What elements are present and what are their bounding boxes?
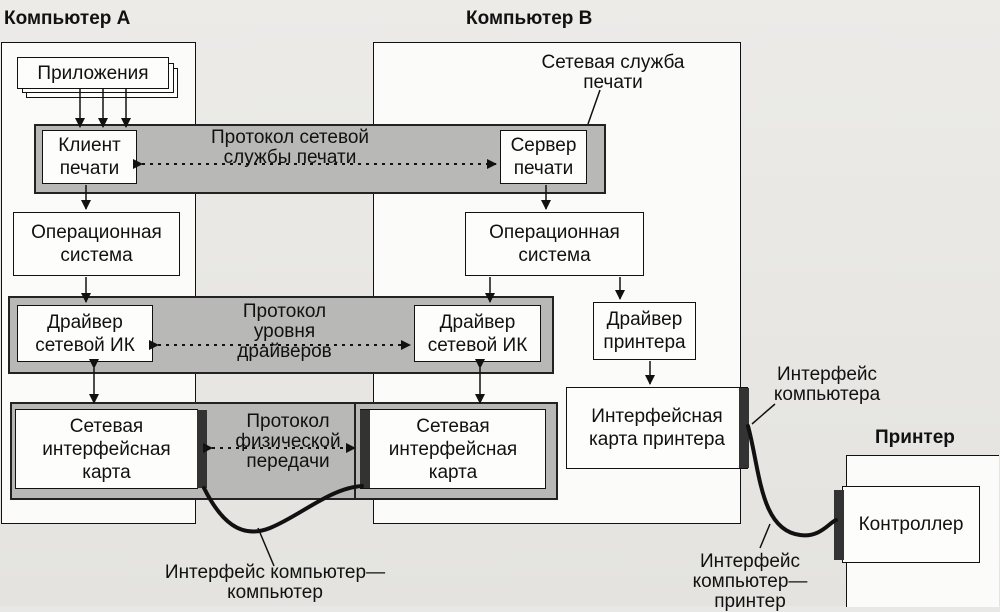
os-a-box: Операционная система — [13, 212, 180, 276]
nic-driver-a-box: Драйвер сетевой ИК — [17, 305, 153, 362]
printer-title: Принтер — [875, 427, 955, 448]
printer-driver-box: Драйвер принтера — [593, 302, 696, 360]
printer-card-port — [739, 388, 749, 468]
printer-interface-card-box: Интерфейсная карта принтера — [566, 387, 748, 469]
nic-a-box: Сетевая интерфейсная карта — [15, 409, 198, 489]
pointer-computer-interface — [751, 403, 776, 425]
cable-computer-computer — [202, 484, 364, 534]
computer-a-title: Компьютер А — [4, 8, 131, 29]
pointer-print-service — [587, 89, 601, 125]
applications-box: Приложения — [17, 57, 169, 89]
nic-driver-b-box: Драйвер сетевой ИК — [414, 305, 541, 362]
print-server-box: Сервер печати — [500, 130, 587, 184]
nic-b-port — [360, 410, 370, 488]
cable-computer-printer — [746, 424, 838, 538]
nic-a-port — [197, 410, 207, 488]
nic-b-box: Сетевая интерфейсная карта — [360, 409, 546, 489]
controller-box: Контроллер — [842, 486, 980, 563]
pointer-cc-interface — [257, 527, 275, 567]
computer-interface-label: Интерфейс компьютера — [773, 364, 881, 405]
controller-port — [834, 490, 844, 560]
pointer-cp-interface — [759, 523, 771, 549]
network-print-service-label: Сетевая служба печати — [541, 52, 685, 93]
computer-computer-interface-label: Интерфейс компьютер—компьютер — [164, 562, 386, 603]
print-client-box: Клиент печати — [42, 130, 137, 184]
physical-protocol-label: Протокол физической передачи — [235, 411, 341, 472]
computer-b-title: Компьютер В — [466, 8, 593, 29]
os-b-box: Операционная система — [465, 212, 644, 276]
